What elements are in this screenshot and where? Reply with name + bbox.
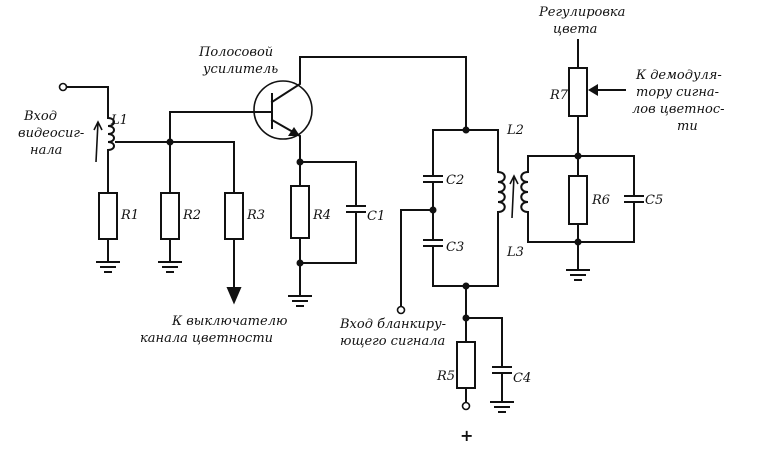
wire-C1: [299, 161, 357, 264]
label-video-input: Вход видеосиг- нала: [18, 109, 88, 158]
video-input-terminal: [58, 82, 68, 92]
wire-collector: [299, 56, 467, 131]
resistor-R5: [456, 341, 476, 389]
inductor-L1-arrow: [93, 120, 103, 163]
label-C2: C2: [446, 173, 464, 188]
label-R4: R4: [312, 208, 331, 223]
transistor: [253, 80, 313, 140]
wire-tank-top: [432, 129, 499, 177]
label-R1: R1: [120, 208, 139, 223]
blanking-input-terminal: [396, 305, 406, 315]
label-blanking-input: Вход бланкиру- ющего сигнала: [339, 317, 450, 349]
wire-base: [169, 111, 259, 143]
wire-C4: [465, 317, 503, 368]
potentiometer-R7: [568, 67, 588, 117]
label-color-adjust: Регулировка цвета: [538, 5, 630, 37]
resistor-R3: [224, 192, 244, 240]
transistor-emitter-arrow: [288, 127, 300, 136]
label-C3: C3: [446, 240, 464, 255]
resistor-R4: [290, 185, 310, 239]
arrow-R3-out: [226, 287, 242, 305]
label-L1: L1: [110, 113, 128, 128]
label-C5: C5: [645, 193, 663, 208]
label-R7: R7: [549, 88, 569, 103]
inductor-L2-arrow: [509, 174, 519, 219]
capacitor-C5: [624, 195, 644, 203]
label-C1: C1: [367, 209, 385, 224]
wire-L3-loop: [527, 155, 579, 243]
wire-input: [66, 86, 109, 119]
ground-R2: [158, 261, 182, 273]
inductor-L2: [496, 170, 506, 223]
wire-blank-input: [400, 209, 434, 307]
transistor-emitter: [270, 118, 301, 163]
label-L2: L2: [506, 123, 524, 138]
label-R3: R3: [246, 208, 265, 223]
wire-C5: [577, 155, 635, 243]
label-R2: R2: [182, 208, 201, 223]
label-plus: +: [460, 426, 473, 445]
transistor-collector: [270, 56, 301, 104]
ground-R1: [96, 261, 120, 273]
label-to-switch: К выключателю канала цветности: [140, 314, 292, 346]
label-C4: C4: [513, 371, 531, 386]
ground-R4: [288, 295, 312, 307]
label-to-demodulator: К демодуля- тору сигна- лов цветнос- ти: [632, 68, 729, 134]
resistor-R1: [98, 192, 118, 240]
label-R5: R5: [436, 369, 455, 384]
ground-C4: [490, 401, 514, 413]
label-L3: L3: [506, 245, 524, 260]
wire-C3-bottom: [432, 221, 499, 287]
supply-terminal: [461, 401, 471, 411]
ground-R6: [566, 269, 590, 281]
resistor-R6: [568, 175, 588, 225]
inductor-L1: [106, 116, 115, 152]
resistor-R2: [160, 192, 180, 240]
label-amplifier: Полосовой усилитель: [198, 45, 278, 77]
capacitor-C1: [346, 205, 366, 213]
wire-R3: [169, 141, 235, 194]
inductor-L3: [520, 170, 530, 214]
label-R6: R6: [591, 193, 610, 208]
potentiometer-R7-arrow: [588, 84, 598, 96]
